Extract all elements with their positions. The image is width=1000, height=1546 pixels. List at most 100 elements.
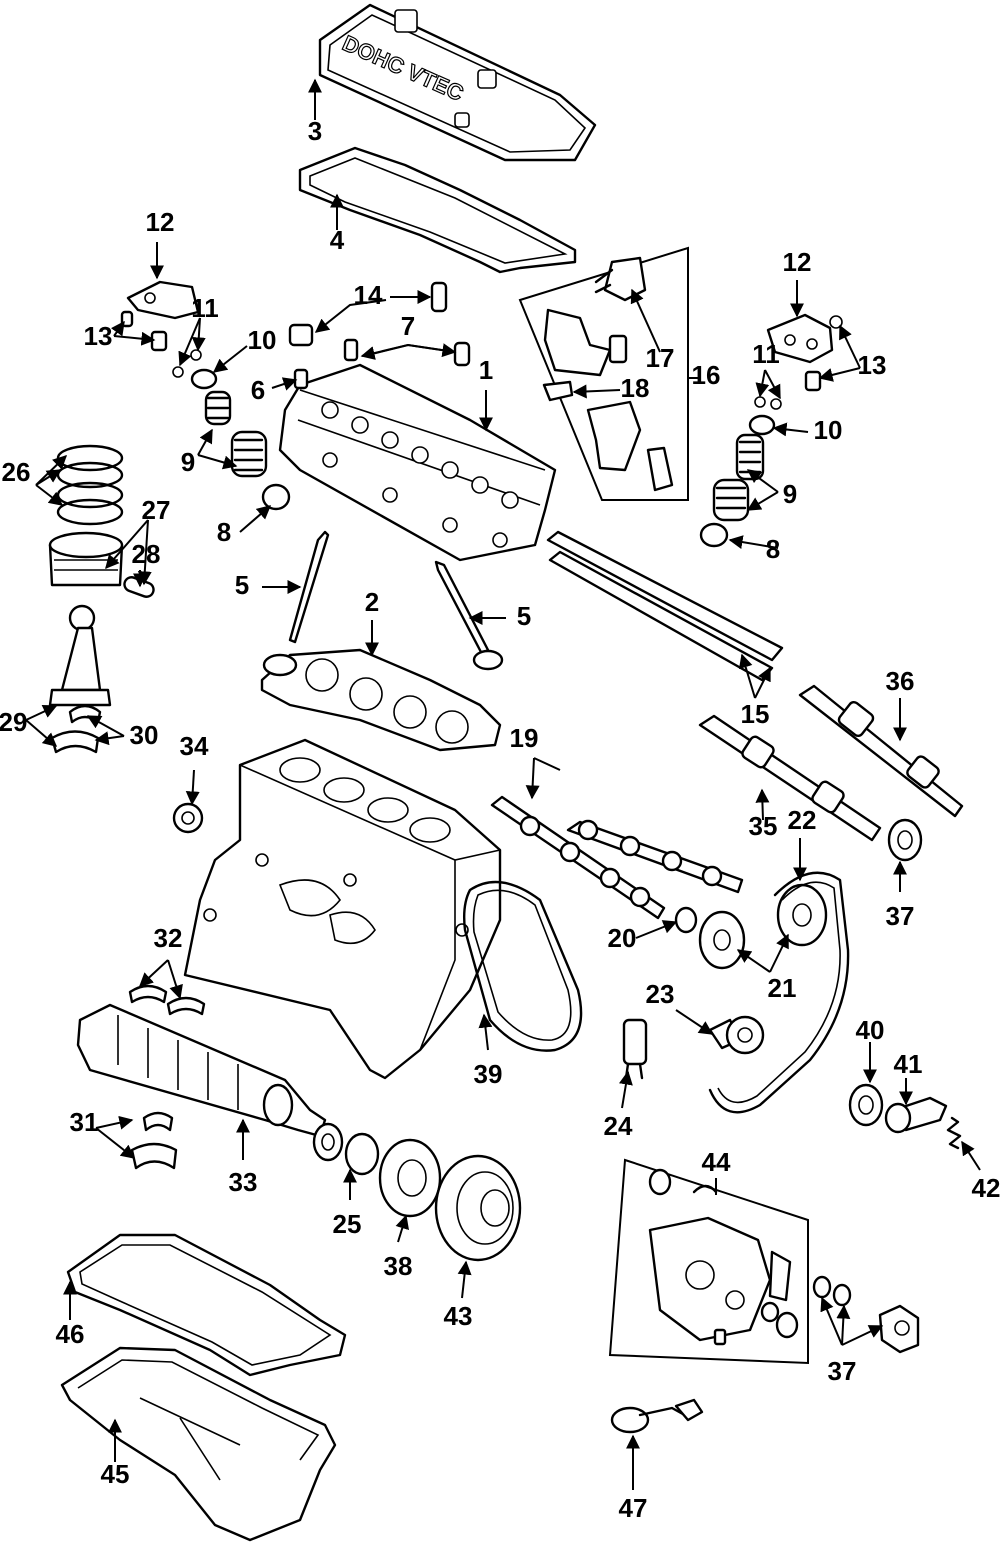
thrust-washers (130, 1111, 178, 1170)
callout-11-right: 11 (752, 339, 780, 369)
camshaft-upper (566, 819, 744, 894)
callout-6: 6 (251, 375, 265, 405)
crank-sprocket (344, 1132, 380, 1176)
callout-2: 2 (365, 587, 379, 617)
callout-5-right: 5 (517, 601, 531, 631)
callout-1: 1 (479, 355, 493, 385)
callout-9-right: 9 (783, 479, 797, 509)
piston-rings (56, 444, 124, 526)
balancer-shaft-pulley (887, 818, 923, 862)
callout-4: 4 (330, 225, 345, 255)
cylinder-head (278, 363, 557, 562)
valve-plug (453, 341, 471, 367)
valve-retainer-right (748, 414, 776, 436)
crankshaft-pulley (434, 1154, 522, 1262)
callout-36: 36 (886, 666, 915, 696)
callout-20: 20 (608, 923, 637, 953)
callout-28: 28 (132, 539, 161, 569)
callout-32: 32 (154, 923, 183, 953)
camshaft-lower (490, 795, 666, 920)
callout-40: 40 (856, 1015, 885, 1045)
oil-pump-group (608, 1158, 809, 1365)
camshaft-seal (674, 906, 698, 934)
balancer-seal (848, 1083, 884, 1127)
callout-29: 29 (0, 707, 27, 737)
valve-spring-left-inner (204, 390, 232, 426)
valve-right (434, 560, 504, 671)
rocker-arm-right (766, 313, 834, 364)
valve-left (262, 530, 330, 677)
lost-motion-assembly-left (120, 310, 168, 352)
callout-31: 31 (70, 1107, 99, 1137)
valve-spring-right-outer (712, 478, 750, 522)
callout-8-right: 8 (766, 534, 780, 564)
head-gasket (260, 648, 502, 752)
lost-motion-assembly-right (804, 315, 843, 392)
callout-37-right: 37 (886, 901, 915, 931)
callout-42: 42 (972, 1173, 1000, 1203)
camshaft-pulley-lower (698, 910, 746, 970)
spark-plug-tube-seal (288, 323, 314, 347)
valve-spring-left-outer (230, 430, 268, 478)
callout-labels: 1 2 3 4 5 5 6 7 8 8 9 9 10 10 11 11 12 1… (0, 116, 1000, 1523)
callout-46: 46 (56, 1319, 85, 1349)
callout-25: 25 (333, 1209, 362, 1239)
tensioner-arm (884, 1096, 948, 1134)
callout-35: 35 (749, 811, 778, 841)
callout-37-lower: 37 (828, 1356, 857, 1386)
callout-3: 3 (308, 116, 322, 146)
valve-cover: DOHC VTEC (318, 3, 597, 162)
oil-pan-gasket (66, 1233, 347, 1377)
callout-21: 21 (768, 973, 797, 1003)
rocker-shafts (546, 530, 784, 682)
oil-seal (172, 802, 204, 834)
callout-10-left: 10 (248, 325, 277, 355)
callout-30: 30 (130, 720, 159, 750)
callout-8-left: 8 (217, 517, 231, 547)
leader-lines (25, 78, 981, 1490)
callout-27: 27 (142, 495, 171, 525)
callout-44: 44 (702, 1147, 731, 1177)
callout-34: 34 (180, 731, 209, 761)
callout-43: 43 (444, 1301, 473, 1331)
spark-plug-tube (430, 281, 448, 313)
timing-belt-sensor (622, 1018, 648, 1080)
callout-23: 23 (646, 979, 675, 1009)
valve-cover-gasket (298, 146, 577, 274)
crankshaft (76, 1003, 327, 1138)
camshaft-pulley-upper (776, 883, 828, 947)
crank-oil-seal (312, 1122, 344, 1162)
engine-block (183, 738, 502, 1080)
callout-38: 38 (384, 1251, 413, 1281)
valve-retainer-left (190, 368, 218, 390)
callout-26: 26 (2, 457, 31, 487)
callout-10-right: 10 (814, 415, 843, 445)
valve-seal-right (699, 522, 729, 548)
timing-belt-drive-pulley (378, 1138, 442, 1218)
callout-14: 14 (354, 280, 383, 310)
callout-17: 17 (646, 343, 675, 373)
timing-belt-tensioner (708, 1015, 765, 1055)
oil-pan (60, 1346, 337, 1542)
callout-7: 7 (401, 311, 415, 341)
callout-24: 24 (604, 1111, 633, 1141)
callout-45: 45 (101, 1459, 130, 1489)
callout-41: 41 (894, 1049, 923, 1079)
balancer-shaft-rear (798, 684, 964, 818)
timing-belt (708, 871, 850, 1114)
connecting-rod-bearings (50, 704, 102, 754)
callout-12-left: 12 (146, 207, 175, 237)
callout-13-left: 13 (84, 321, 113, 351)
callout-19: 19 (510, 723, 539, 753)
callout-33: 33 (229, 1167, 258, 1197)
callout-13-right: 13 (858, 350, 887, 380)
balancer-belt (462, 880, 583, 1052)
callout-12-right: 12 (783, 247, 812, 277)
valve-guide-seal (293, 368, 309, 390)
valve-cotter-right (754, 396, 782, 410)
callout-11-left: 11 (191, 293, 219, 323)
main-bearings (128, 984, 206, 1016)
callout-5-left: 5 (235, 570, 249, 600)
balancer-shaft-front (698, 714, 882, 842)
